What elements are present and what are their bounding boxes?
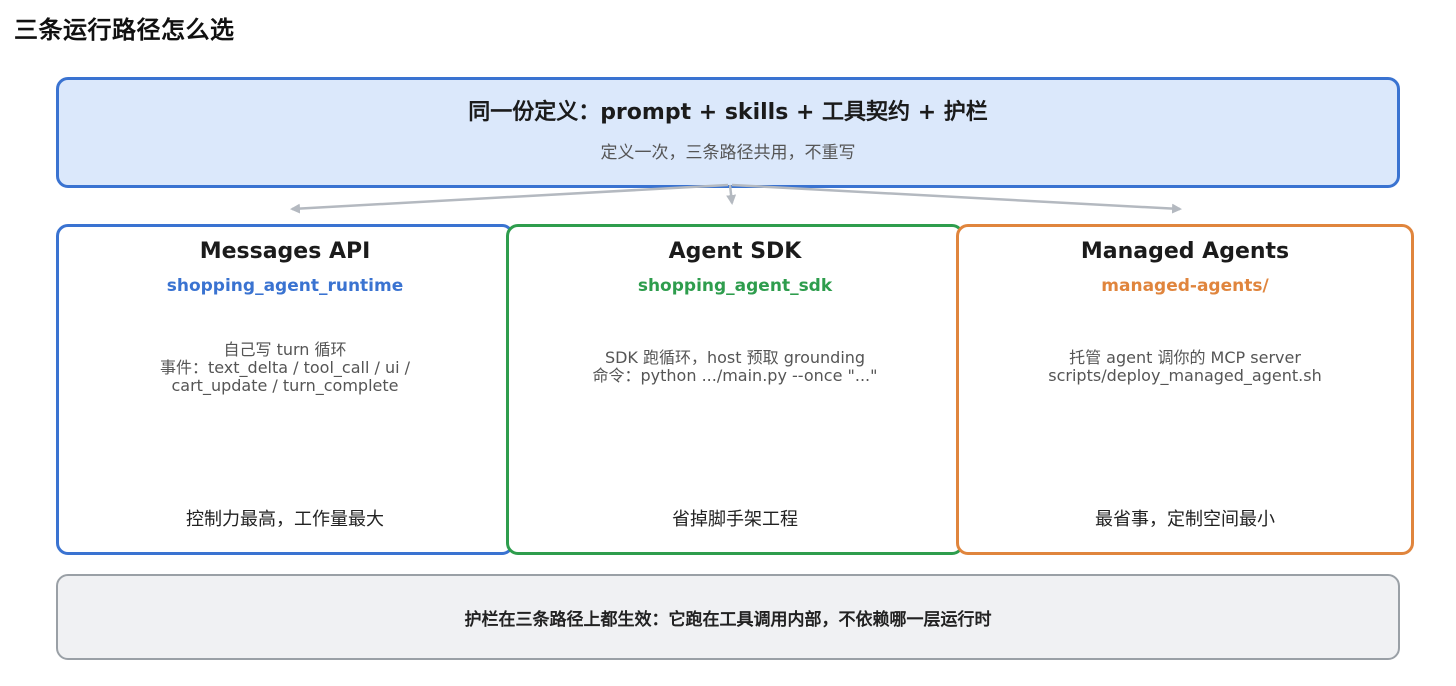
page-title: 三条运行路径怎么选 xyxy=(14,16,235,44)
path-card-agent-sdk: Agent SDK shopping_agent_sdk SDK 跑循环，hos… xyxy=(506,224,964,555)
path-description: 自己写 turn 循环 事件：text_delta / tool_call / … xyxy=(69,341,501,395)
path-title: Agent SDK xyxy=(668,239,802,264)
path-title: Messages API xyxy=(199,239,371,264)
path-code: shopping_agent_runtime xyxy=(166,276,404,296)
definition-subtitle: 定义一次，三条路径共用，不重写 xyxy=(600,143,856,163)
path-description-line: SDK 跑循环，host 预取 grounding xyxy=(604,348,866,367)
definition-box: 同一份定义：prompt + skills + 工具契约 + 护栏 定义一次，三… xyxy=(56,77,1400,188)
definition-title: 同一份定义：prompt + skills + 工具契约 + 护栏 xyxy=(468,100,988,125)
path-note: 最省事，定制空间最小 xyxy=(1095,509,1275,530)
arrow-to-managed-agents xyxy=(731,183,1182,214)
path-card-messages-api: Messages API shopping_agent_runtime 自己写 … xyxy=(56,224,514,555)
path-title: Managed Agents xyxy=(1080,239,1290,264)
path-card-managed-agents: Managed Agents managed-agents/ 托管 agent … xyxy=(956,224,1414,555)
path-description: 托管 agent 调你的 MCP server scripts/deploy_m… xyxy=(969,349,1401,385)
path-description-line: scripts/deploy_managed_agent.sh xyxy=(1048,366,1322,385)
path-code: shopping_agent_sdk xyxy=(637,276,833,296)
guardrail-box: 护栏在三条路径上都生效：它跑在工具调用内部，不依赖哪一层运行时 xyxy=(56,574,1400,660)
path-description-line: cart_update / turn_complete xyxy=(171,376,399,395)
path-description-line: 命令：python .../main.py --once "..." xyxy=(592,366,878,385)
path-description-line: 托管 agent 调你的 MCP server xyxy=(1069,348,1301,367)
path-description-line: 事件：text_delta / tool_call / ui / xyxy=(159,358,411,377)
path-code: managed-agents/ xyxy=(1101,276,1269,296)
path-note: 控制力最高，工作量最大 xyxy=(186,509,384,530)
arrow-to-agent-sdk xyxy=(726,184,737,205)
path-description-line: 自己写 turn 循环 xyxy=(223,340,347,359)
guardrail-text: 护栏在三条路径上都生效：它跑在工具调用内部，不依赖哪一层运行时 xyxy=(464,610,992,630)
path-description: SDK 跑循环，host 预取 grounding 命令：python .../… xyxy=(519,349,951,385)
arrow-to-messages-api xyxy=(290,183,729,214)
path-note: 省掉脚手架工程 xyxy=(672,509,798,530)
